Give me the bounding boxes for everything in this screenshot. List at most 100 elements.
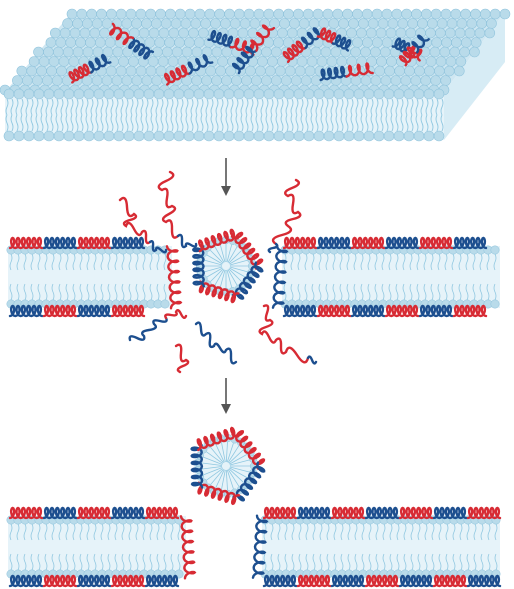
tail [125,114,129,132]
tail [44,283,48,301]
tail [416,253,420,271]
headgroup [145,65,157,77]
headgroup [381,8,393,20]
tail [444,283,448,301]
tail [51,283,55,301]
tail [305,114,309,132]
headgroup [16,65,28,77]
tail [305,553,309,571]
headgroup [420,75,432,86]
headgroup [263,37,274,48]
tail [175,98,179,116]
headgroup [280,75,292,86]
tail [65,553,69,571]
headgroup [374,65,386,77]
headgroup [141,75,153,86]
tail [160,114,164,132]
tail [350,114,354,132]
headgroup [445,56,457,67]
tail [93,553,97,571]
tail [23,283,27,301]
tail [263,553,267,571]
headgroup [449,46,461,58]
headgroup [221,75,232,86]
headgroup [417,18,428,29]
tail [10,98,14,116]
headgroup [370,75,382,86]
headgroup [55,37,67,48]
headgroup [253,8,265,20]
peptide-helix [198,280,240,304]
tail [403,553,407,571]
headgroup [91,18,103,29]
tail [494,523,498,541]
tail [128,523,132,541]
headgroup [69,27,81,39]
peptide-helix [76,506,112,520]
headgroup [393,130,405,142]
headgroup [300,75,312,86]
headgroup [201,75,212,86]
tail [250,98,254,116]
headgroup [93,130,105,142]
headgroup [148,27,160,39]
tail [200,114,204,132]
peptide-helix [262,506,298,520]
headgroup [470,8,481,20]
tail [353,253,357,271]
tail [451,253,455,271]
headgroup [113,88,125,100]
tail [440,98,444,116]
headgroup [336,56,348,67]
tail [215,114,219,132]
headgroup [379,46,391,58]
tail [367,253,371,271]
tail [80,98,84,116]
tail [210,250,224,264]
unfolded-peptide [148,240,168,254]
headgroup [131,18,142,29]
peptide-helix [384,304,420,318]
headgroup [3,88,15,100]
tail [355,114,359,132]
headgroup [346,27,357,39]
headgroup [286,27,298,39]
tail [37,253,41,271]
headgroup [263,130,275,142]
tail [65,253,69,271]
tail [170,98,174,116]
tail [315,114,319,132]
tail [360,283,364,301]
tail [360,253,364,271]
tail [135,283,139,301]
headgroup [135,65,147,77]
headgroup [435,27,446,39]
headgroup [103,130,115,142]
headgroup [43,130,55,142]
tail [107,523,111,541]
tail [295,114,299,132]
tail [374,283,378,301]
tail [311,253,315,271]
headgroup [296,56,308,67]
peptide-helix [282,304,318,318]
tail [424,553,428,571]
tail [205,114,209,132]
tail [345,98,349,116]
peptide-helix [230,231,264,270]
headgroup [460,37,472,48]
tail [175,114,179,132]
headgroup [322,8,334,20]
headgroup [261,46,272,58]
headgroup [203,88,215,100]
tail [402,283,406,301]
peptide-helix [196,426,240,452]
headgroup [284,65,296,77]
peptide-helix [330,574,366,588]
tail [23,553,27,571]
peptide-helix [319,65,348,82]
headgroup [283,8,294,20]
headgroup [33,88,45,100]
peptide-helix [251,514,269,579]
tail [210,468,224,485]
